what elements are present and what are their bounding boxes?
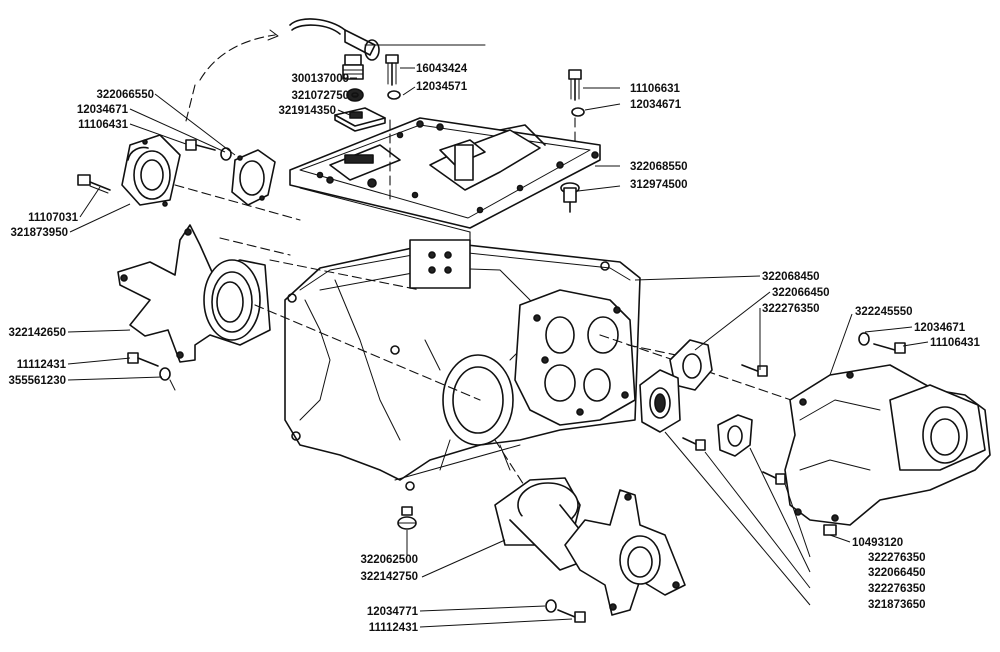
screw-11107031 xyxy=(77,174,111,194)
screw-11112431-bottom xyxy=(545,599,586,623)
part-number-label: 11106631 xyxy=(630,83,681,95)
part-number-label: 12034571 xyxy=(416,81,468,93)
part-number-label: 312974500 xyxy=(630,179,688,191)
part-number-label: 11106431 xyxy=(78,119,129,131)
right-housing xyxy=(784,364,991,526)
screw-11112431-left xyxy=(127,352,176,391)
cover-plate-small xyxy=(334,107,386,132)
part-number-label: 322142750 xyxy=(360,571,418,583)
part-number-label: 16043424 xyxy=(416,63,468,75)
part-number-label: 11107031 xyxy=(28,212,79,224)
part-number-label: 322142650 xyxy=(8,327,66,339)
part-number-label: 322276350 xyxy=(868,583,926,595)
part-number-label: 11106431 xyxy=(930,337,981,349)
part-number-label: 11112431 xyxy=(369,622,419,634)
part-number-label: 322245550 xyxy=(855,306,913,318)
part-number-label: 355561230 xyxy=(8,375,66,387)
plug-322062500 xyxy=(397,506,417,530)
part-number-label: 12034671 xyxy=(77,104,129,116)
part-number-label: 322062500 xyxy=(360,554,418,566)
part-number-label: 12034771 xyxy=(367,606,419,618)
part-number-label: 11112431 xyxy=(17,359,67,371)
plug-10493120 xyxy=(823,524,837,536)
screw-322276350-b xyxy=(682,437,706,451)
leader-lines xyxy=(67,67,929,628)
screw-322276350-c xyxy=(762,471,786,485)
top-cover xyxy=(289,117,601,233)
main-housing xyxy=(284,239,641,491)
part-number-label: 322276350 xyxy=(868,552,926,564)
part-number-label: 10493120 xyxy=(852,537,903,549)
part-number-label: 322276350 xyxy=(762,303,820,315)
gasket-322066450-lower xyxy=(717,414,753,457)
breather-plug xyxy=(560,182,580,213)
screw-322276350-a xyxy=(741,364,768,377)
sender-cable xyxy=(184,18,486,126)
part-number-label: 321072750 xyxy=(291,90,349,102)
part-number-label: 322066450 xyxy=(772,287,830,299)
part-number-label: 12034671 xyxy=(914,322,966,334)
screw-11106431-right xyxy=(858,332,906,354)
part-number-label: 321873650 xyxy=(868,599,926,611)
left-gasket xyxy=(231,149,276,206)
part-number-label: 322066450 xyxy=(868,567,926,579)
screw-11106631 xyxy=(568,69,585,151)
part-number-label: 322068550 xyxy=(630,161,688,173)
left-drive-flange xyxy=(117,224,271,363)
gasket-322068450 xyxy=(639,369,681,433)
bottom-drive-flange xyxy=(494,477,686,616)
screw-16043424 xyxy=(385,54,401,100)
part-number-label: 322068450 xyxy=(762,271,820,283)
part-number-label: 322066550 xyxy=(96,89,154,101)
part-number-label: 12034671 xyxy=(630,99,682,111)
part-labels: 16043424 12034571 300137009 321072750 32… xyxy=(8,63,980,634)
screw-11106431-left xyxy=(185,139,232,161)
part-number-label: 321914350 xyxy=(278,105,336,117)
assembly-dashes xyxy=(174,119,851,511)
part-number-label: 300137009 xyxy=(291,73,349,85)
sender-switch xyxy=(342,54,364,102)
left-bearing-flange xyxy=(121,134,181,207)
part-number-label: 321873950 xyxy=(10,227,68,239)
